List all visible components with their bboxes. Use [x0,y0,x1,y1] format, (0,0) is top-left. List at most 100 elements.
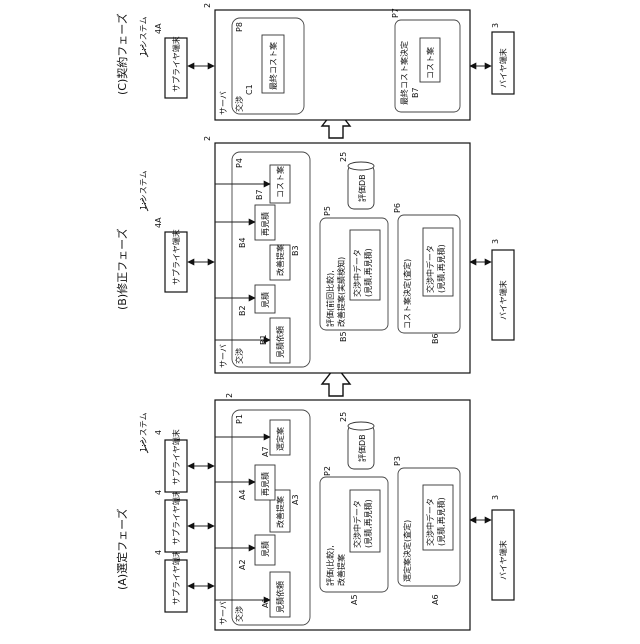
svg-text:交渉中データ: 交渉中データ [425,245,435,293]
svg-text:A7: A7 [261,446,270,457]
decision-process-a: 選定案決定(査定) P3 交渉中データ (見積,再見積) A6 [393,456,460,605]
svg-text:交渉中データ: 交渉中データ [425,498,435,546]
svg-text:改善提案(実績検知): 改善提案(実績検知) [336,257,346,327]
svg-text:最終コスト案決定: 最終コスト案決定 [399,41,409,105]
svg-text:見積: 見積 [260,541,270,557]
buyer-terminal-c: バイヤ端末 3 [491,23,514,94]
server-label-c: サーバ [219,91,228,115]
svg-text:再見積: 再見積 [260,212,270,236]
svg-text:コスト案決定(査定): コスト案決定(査定) [402,259,412,329]
svg-text:B2: B2 [238,305,247,316]
svg-text:改善提案: 改善提案 [275,244,285,276]
svg-text:B7: B7 [411,87,420,98]
svg-text:サプライヤ端末: サプライヤ端末 [171,229,181,285]
svg-text:評価(比較),: 評価(比較), [325,545,335,586]
svg-text:25: 25 [339,412,348,422]
svg-text:2: 2 [225,393,234,398]
svg-text:見積: 見積 [260,292,270,308]
eval-process-a: 評価(比較), 改善提案 P2 交渉中データ (見積,再見積) A5 [320,466,388,605]
svg-text:コスト案: コスト案 [425,47,435,79]
svg-text:A2: A2 [238,559,247,570]
svg-text:サプライヤ端末: サプライヤ端末 [171,489,181,545]
svg-text:4: 4 [154,550,163,555]
svg-text:4A: 4A [154,23,163,34]
svg-text:B6: B6 [431,333,440,344]
svg-text:(見積,再見積): (見積,再見積) [436,497,446,546]
svg-text:サプライヤ端末: サプライヤ端末 [171,549,181,605]
svg-text:4: 4 [154,430,163,435]
svg-text:B3: B3 [291,245,300,256]
svg-text:A4: A4 [238,489,247,500]
supplier-terminal-c: サプライヤ端末 4A [154,23,187,98]
svg-text:バイヤ端末: バイヤ端末 [498,280,508,320]
system-ref-c: 1:システム [139,16,148,56]
panel-c: (C)契約フェーズ 1:システム サプライヤ端末 4A サーバ 2 交渉 P8 … [115,3,514,120]
svg-text:P6: P6 [393,203,402,213]
svg-text:3: 3 [491,495,500,500]
svg-text:3: 3 [491,239,500,244]
svg-text:評価DB: 評価DB [357,174,367,202]
svg-text:交渉中データ: 交渉中データ [352,500,362,548]
supplier-terminal-a1: サプライヤ端末 4 [154,549,187,612]
svg-text:評価(前回比較),: 評価(前回比較), [325,270,335,327]
svg-text:4: 4 [154,490,163,495]
supplier-terminal-a3: サプライヤ端末 4 [154,429,187,492]
svg-text:P7: P7 [391,8,400,18]
phase-a-label: (A)選定フェーズ [115,508,129,590]
svg-text:P2: P2 [323,466,332,476]
svg-text:B5: B5 [339,331,348,342]
svg-text:4A: 4A [154,217,163,228]
svg-text:評価DB: 評価DB [357,434,367,462]
svg-text:A6: A6 [431,594,440,605]
svg-text:バイヤ端末: バイヤ端末 [498,540,508,580]
final-decision-c: 最終コスト案決定 P7 コスト案 B7 [391,8,460,112]
svg-text:交渉: 交渉 [234,96,244,112]
svg-text:見積依頼: 見積依頼 [275,326,285,358]
svg-text:A5: A5 [350,594,359,605]
system-ref-b: 1:システム [139,170,148,210]
svg-text:2: 2 [203,136,212,141]
svg-text:交渉中データ: 交渉中データ [352,249,362,297]
buyer-terminal-b: バイヤ端末 3 [491,239,514,340]
svg-text:25: 25 [339,152,348,162]
panel-b: (B)修正フェーズ 1:システム サプライヤ端末 4A サーバ 2 交渉 P4 … [115,136,514,373]
server-label-b: サーバ [219,344,228,368]
svg-text:交渉: 交渉 [234,606,244,622]
decision-process-b: コスト案決定(査定) P6 交渉中データ (見積,再見積) B6 [393,203,460,344]
eval-process-b: 評価(前回比較), 改善提案(実績検知) P5 交渉中データ (見積,再見積) … [320,206,388,342]
svg-text:P4: P4 [235,158,244,168]
svg-text:最終コスト案: 最終コスト案 [268,42,278,90]
svg-text:P1: P1 [235,414,244,424]
phase-b-label: (B)修正フェーズ [115,228,129,310]
svg-text:サプライヤ端末: サプライヤ端末 [171,429,181,485]
buyer-terminal-a: バイヤ端末 3 [491,495,514,600]
svg-text:バイヤ端末: バイヤ端末 [498,48,508,88]
svg-text:選定案: 選定案 [275,427,285,451]
svg-text:交渉: 交渉 [234,348,244,364]
svg-text:コスト案: コスト案 [275,166,285,198]
svg-text:3: 3 [491,23,500,28]
svg-text:選定案決定(査定): 選定案決定(査定) [402,520,412,582]
svg-text:P8: P8 [235,22,244,32]
server-label-a: サーバ [219,601,228,625]
svg-text:B4: B4 [238,237,247,248]
svg-text:A3: A3 [291,494,300,505]
panel-a: (A)選定フェーズ 1:システム サプライヤ端末 4 サプライヤ端末 4 サプラ… [115,393,514,630]
svg-text:B7: B7 [255,189,264,200]
svg-text:(見積,再見積): (見積,再見積) [436,244,446,293]
svg-text:2: 2 [203,3,212,8]
svg-text:C1: C1 [245,84,254,95]
supplier-terminal-b: サプライヤ端末 4A [154,217,187,292]
svg-text:改善提案: 改善提案 [275,496,285,528]
svg-text:(見積,再見積): (見積,再見積) [363,248,373,297]
svg-text:P3: P3 [393,456,402,466]
svg-text:A1: A1 [261,597,270,608]
svg-text:(見積,再見積): (見積,再見積) [363,499,373,548]
svg-text:再見積: 再見積 [260,472,270,496]
system-ref-a: 1:システム [139,412,148,452]
svg-text:サプライヤ端末: サプライヤ端末 [171,36,181,92]
svg-text:見積依頼: 見積依頼 [275,581,285,613]
svg-text:P5: P5 [323,206,332,216]
phase-c-label: (C)契約フェーズ [115,13,129,95]
